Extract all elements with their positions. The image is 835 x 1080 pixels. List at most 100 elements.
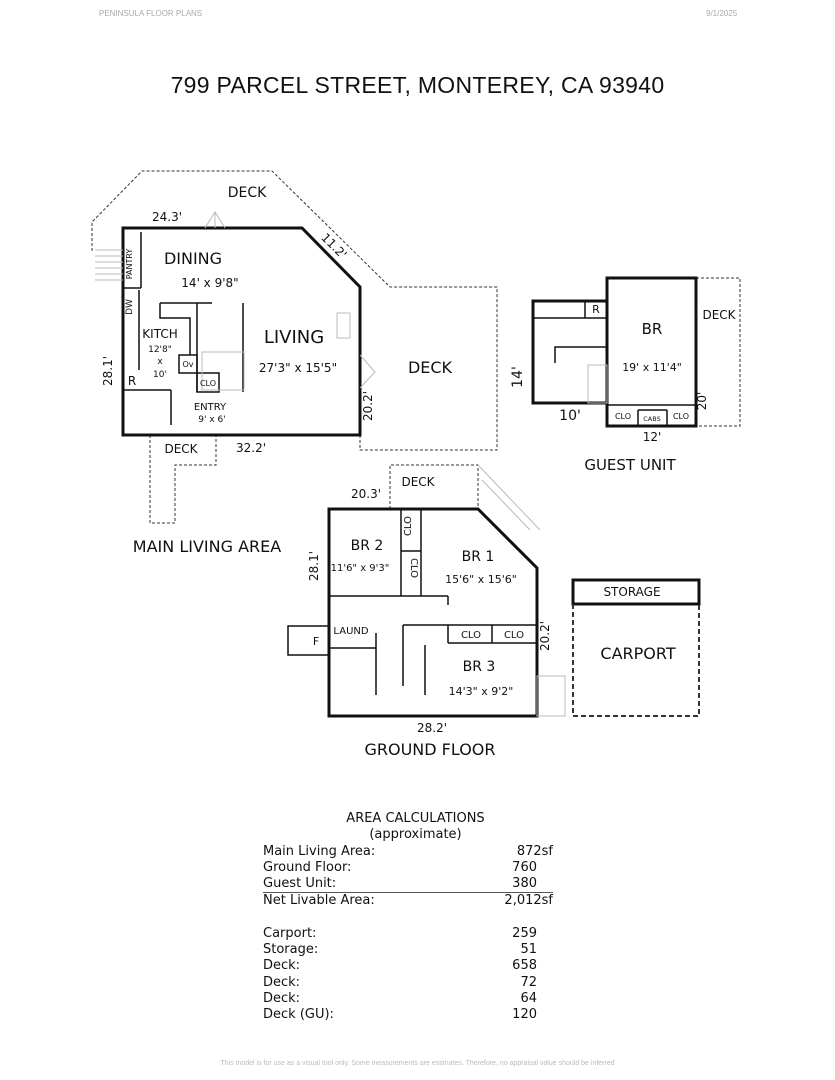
section-label: MAIN LIVING AREA bbox=[133, 537, 281, 556]
dimension-label: 20.3' bbox=[351, 487, 381, 501]
fridge-label: R bbox=[128, 374, 136, 388]
deck-outline bbox=[91, 170, 498, 451]
area-row: Guest Unit: 380 bbox=[263, 876, 553, 894]
area-value: 120 bbox=[512, 1007, 537, 1023]
area-row: Deck: 64 bbox=[263, 991, 553, 1007]
fridge-label: R bbox=[592, 303, 600, 316]
area-value: 51 bbox=[520, 942, 537, 958]
dishwasher-label: DW bbox=[125, 299, 135, 315]
room-label-bedroom: BR bbox=[642, 320, 663, 338]
dimension-label: 14' bbox=[510, 366, 526, 388]
area-calculations: AREA CALCULATIONS (approximate) Main Liv… bbox=[263, 811, 553, 1024]
dimension-label: 20' bbox=[695, 392, 709, 411]
room-label-br2: BR 2 bbox=[351, 538, 384, 554]
dimension-label: 32.2' bbox=[236, 441, 266, 455]
room-size: 10' bbox=[153, 370, 167, 380]
room-label-kitchen: KITCH bbox=[142, 327, 177, 341]
area-label: Carport: bbox=[263, 925, 317, 941]
guest-unit-plan: R BR DECK 19' x 11'4" 14' 10' CLO CABS C… bbox=[510, 276, 741, 474]
page-title: 799 PARCEL STREET, MONTEREY, CA 93940 bbox=[170, 72, 665, 98]
room-label-entry: ENTRY bbox=[194, 402, 227, 413]
room-label-living: LIVING bbox=[264, 327, 324, 348]
oven-label: Ov bbox=[182, 360, 193, 369]
area-row: Deck: 658 bbox=[263, 958, 553, 974]
section-label: GROUND FLOOR bbox=[364, 740, 495, 759]
dimension-label: 10' bbox=[559, 408, 581, 424]
dimension-label: 28.2' bbox=[417, 721, 447, 735]
area-value: 259 bbox=[512, 925, 537, 941]
laundry-label: LAUND bbox=[333, 626, 368, 637]
area-value: 64 bbox=[520, 990, 537, 1006]
dimension-label: 20.2' bbox=[361, 391, 375, 421]
area-row: Main Living Area: 872sf bbox=[263, 844, 553, 860]
ground-walls bbox=[327, 507, 539, 718]
room-size: 12'8" bbox=[148, 345, 172, 355]
area-value: 658 bbox=[512, 958, 537, 974]
dimension-label: 28.1' bbox=[101, 356, 115, 386]
area-row: Deck (GU): 120 bbox=[263, 1007, 553, 1023]
area-row: Net Livable Area: 2,012sf bbox=[263, 893, 553, 909]
section-label: GUEST UNIT bbox=[584, 456, 676, 474]
date: 9/1/2025 bbox=[706, 9, 738, 18]
disclaimer: This model is for use as a visual tool o… bbox=[220, 1060, 615, 1067]
closet-label: CLO bbox=[504, 630, 524, 641]
room-size: 14'3" x 9'2" bbox=[449, 685, 514, 698]
company-name: PENINSULA FLOOR PLANS bbox=[99, 9, 203, 18]
dimension-label: 20.2' bbox=[538, 621, 552, 651]
area-label: Main Living Area: bbox=[263, 843, 376, 859]
room-size: 19' x 11'4" bbox=[622, 361, 682, 374]
area-label: Storage: bbox=[263, 942, 319, 958]
area-label: Ground Floor: bbox=[263, 859, 352, 875]
room-label-br3: BR 3 bbox=[463, 659, 496, 675]
cabinets-label: CABS bbox=[643, 415, 660, 423]
closet-label: CLO bbox=[403, 516, 414, 536]
main-walls bbox=[121, 226, 362, 437]
pantry-label: PANTRY bbox=[125, 249, 134, 280]
dimension-label: 11.2' bbox=[318, 230, 349, 261]
main-living-area-plan: DECK 24.3' 11.2' DINING 14' x 9'8" PANTR… bbox=[91, 170, 498, 556]
area-value: 2,012sf bbox=[504, 893, 553, 909]
room-size: 11'6" x 9'3" bbox=[331, 563, 390, 574]
closet-label: CLO bbox=[200, 379, 216, 388]
deck-label: DECK bbox=[702, 308, 736, 322]
room-label-br1: BR 1 bbox=[462, 549, 495, 565]
closet-label: CLO bbox=[461, 630, 481, 641]
area-row: Deck: 72 bbox=[263, 975, 553, 991]
room-size: x bbox=[157, 357, 163, 367]
area-title: AREA CALCULATIONS bbox=[346, 811, 485, 826]
closet-label: CLO bbox=[673, 412, 689, 421]
furnace-label: F bbox=[313, 635, 319, 648]
room-size: 27'3" x 15'5" bbox=[259, 361, 337, 375]
area-label: Deck (GU): bbox=[263, 1007, 334, 1023]
area-value: 760 bbox=[512, 859, 537, 875]
closet-label: CLO bbox=[408, 558, 419, 578]
area-label: Deck: bbox=[263, 974, 301, 990]
area-value: 872sf bbox=[516, 843, 553, 859]
area-value: 72 bbox=[520, 974, 537, 990]
area-label: Net Livable Area: bbox=[263, 893, 375, 909]
room-size: 15'6" x 15'6" bbox=[445, 573, 517, 586]
room-size: 9' x 6' bbox=[198, 415, 225, 425]
ground-floor-plan: DECK 20.3' BR 2 11'6" x 9'3" CLO CLO BR … bbox=[287, 464, 701, 759]
deck-outline bbox=[149, 435, 217, 524]
carport-label: CARPORT bbox=[600, 644, 675, 663]
dimension-label: 28.1' bbox=[307, 551, 321, 581]
area-value: 380 bbox=[512, 876, 537, 892]
area-subtitle: (approximate) bbox=[369, 827, 462, 843]
deck-label: DECK bbox=[408, 358, 453, 377]
area-row: Storage: 51 bbox=[263, 942, 553, 958]
dimension-label: 12' bbox=[643, 430, 662, 444]
deck-label: DECK bbox=[164, 442, 198, 456]
room-label-dining: DINING bbox=[164, 249, 222, 268]
area-label: Guest Unit: bbox=[263, 876, 337, 892]
storage-outline bbox=[571, 578, 701, 606]
room-size: 14' x 9'8" bbox=[181, 276, 238, 290]
area-label: Deck: bbox=[263, 958, 301, 974]
deck-label: DECK bbox=[228, 185, 267, 201]
area-row: Ground Floor: 760 bbox=[263, 860, 553, 876]
area-label: Deck: bbox=[263, 990, 301, 1006]
storage-label: STORAGE bbox=[603, 585, 660, 599]
deck-label: DECK bbox=[401, 475, 435, 489]
closet-label: CLO bbox=[615, 412, 631, 421]
